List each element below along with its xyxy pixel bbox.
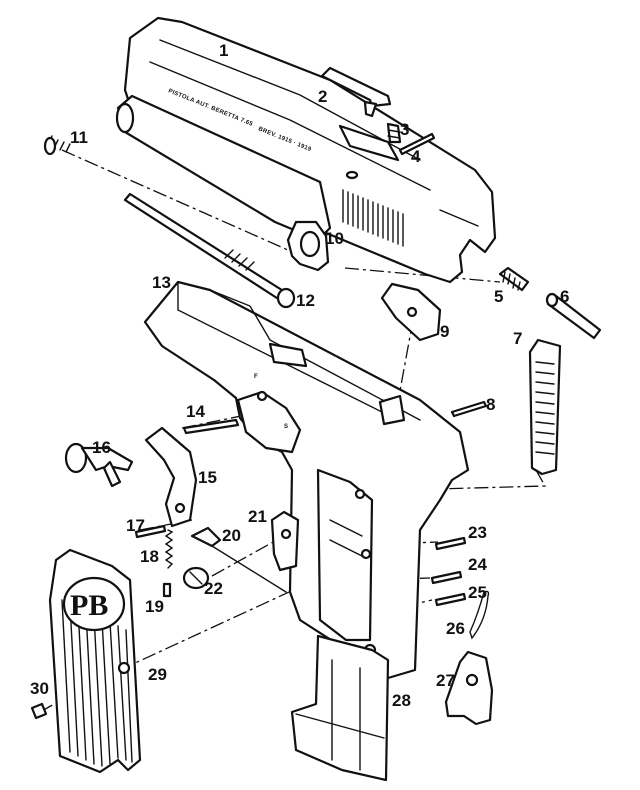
- callout-21: 21: [248, 507, 267, 526]
- callout-14: 14: [186, 402, 205, 421]
- grip-screw-part-30: [30, 702, 48, 720]
- callout-11: 11: [70, 128, 88, 147]
- callout-13: 13: [152, 273, 171, 292]
- callout-8: 8: [486, 395, 495, 414]
- callout-5: 5: [494, 287, 503, 306]
- pin-part-17: [134, 524, 167, 539]
- callout-29: 29: [148, 665, 167, 684]
- callout-26: 26: [446, 619, 465, 638]
- pin-part-19: [162, 582, 172, 598]
- ejector-part-9: [380, 282, 442, 342]
- callout-25: 25: [468, 583, 487, 602]
- pin-part-23: [434, 536, 467, 551]
- barrel-lug-part-10: [286, 220, 330, 272]
- sear-part-21: [270, 510, 300, 572]
- frame-marking-safe: S: [284, 424, 288, 430]
- magazine-spring-part-7: [528, 338, 562, 476]
- callout-9: 9: [440, 322, 449, 341]
- frame-part-13: F S: [143, 280, 470, 680]
- callout-2: 2: [318, 87, 327, 106]
- spring-part-18: [164, 529, 174, 569]
- callout-22: 22: [204, 579, 223, 598]
- grip-medallion: [62, 576, 126, 632]
- frame-marking-fire: F: [254, 374, 258, 380]
- pin-part-8: [450, 400, 488, 418]
- callout-7: 7: [513, 329, 522, 348]
- spring-part-3: [386, 122, 402, 144]
- grip-checkering: [61, 599, 133, 767]
- callout-28: 28: [392, 691, 411, 710]
- magazine-part-28: [290, 634, 390, 782]
- callout-23: 23: [468, 523, 487, 542]
- callout-30: 30: [30, 679, 49, 698]
- callout-17: 17: [126, 516, 145, 535]
- recoil-guide-part-12: [123, 192, 296, 309]
- pin-part-24: [430, 570, 463, 585]
- callout-27: 27: [436, 671, 455, 690]
- grip-panel-part-29: PB: [48, 548, 142, 774]
- callout-24: 24: [468, 555, 487, 574]
- callout-4: 4: [411, 147, 421, 166]
- callout-16: 16: [92, 438, 111, 457]
- screw-part-22: [182, 566, 210, 590]
- pin-part-25: [434, 592, 467, 607]
- spring-part-26: [469, 590, 490, 640]
- pin-part-14: [182, 418, 240, 435]
- callout-labels: 1 2 3 4 5 6 7 8 9 10 11 12 13 14 15 16 1…: [30, 41, 569, 710]
- slide-serrations: [342, 189, 404, 247]
- callout-20: 20: [222, 526, 241, 545]
- callout-18: 18: [140, 547, 159, 566]
- hammer-part-27: [444, 650, 494, 726]
- safety-lever-part-16: [64, 442, 134, 488]
- slide-catch-part-2: [320, 66, 392, 118]
- callout-6: 6: [560, 287, 569, 306]
- spring-part-20: [190, 526, 287, 593]
- callout-15: 15: [198, 468, 217, 487]
- callout-10: 10: [325, 229, 344, 248]
- callout-3: 3: [400, 120, 409, 139]
- firing-pin-spring-part-5: [498, 266, 530, 292]
- callout-1: 1: [219, 41, 228, 60]
- trigger-part-15: [144, 426, 198, 528]
- callout-12: 12: [296, 291, 315, 310]
- pin-part-4: [398, 132, 436, 156]
- callout-19: 19: [145, 597, 164, 616]
- firing-pin-part-6: [545, 292, 602, 340]
- grip-logo: PB: [70, 589, 108, 622]
- recoil-spring-part-11: [43, 135, 71, 156]
